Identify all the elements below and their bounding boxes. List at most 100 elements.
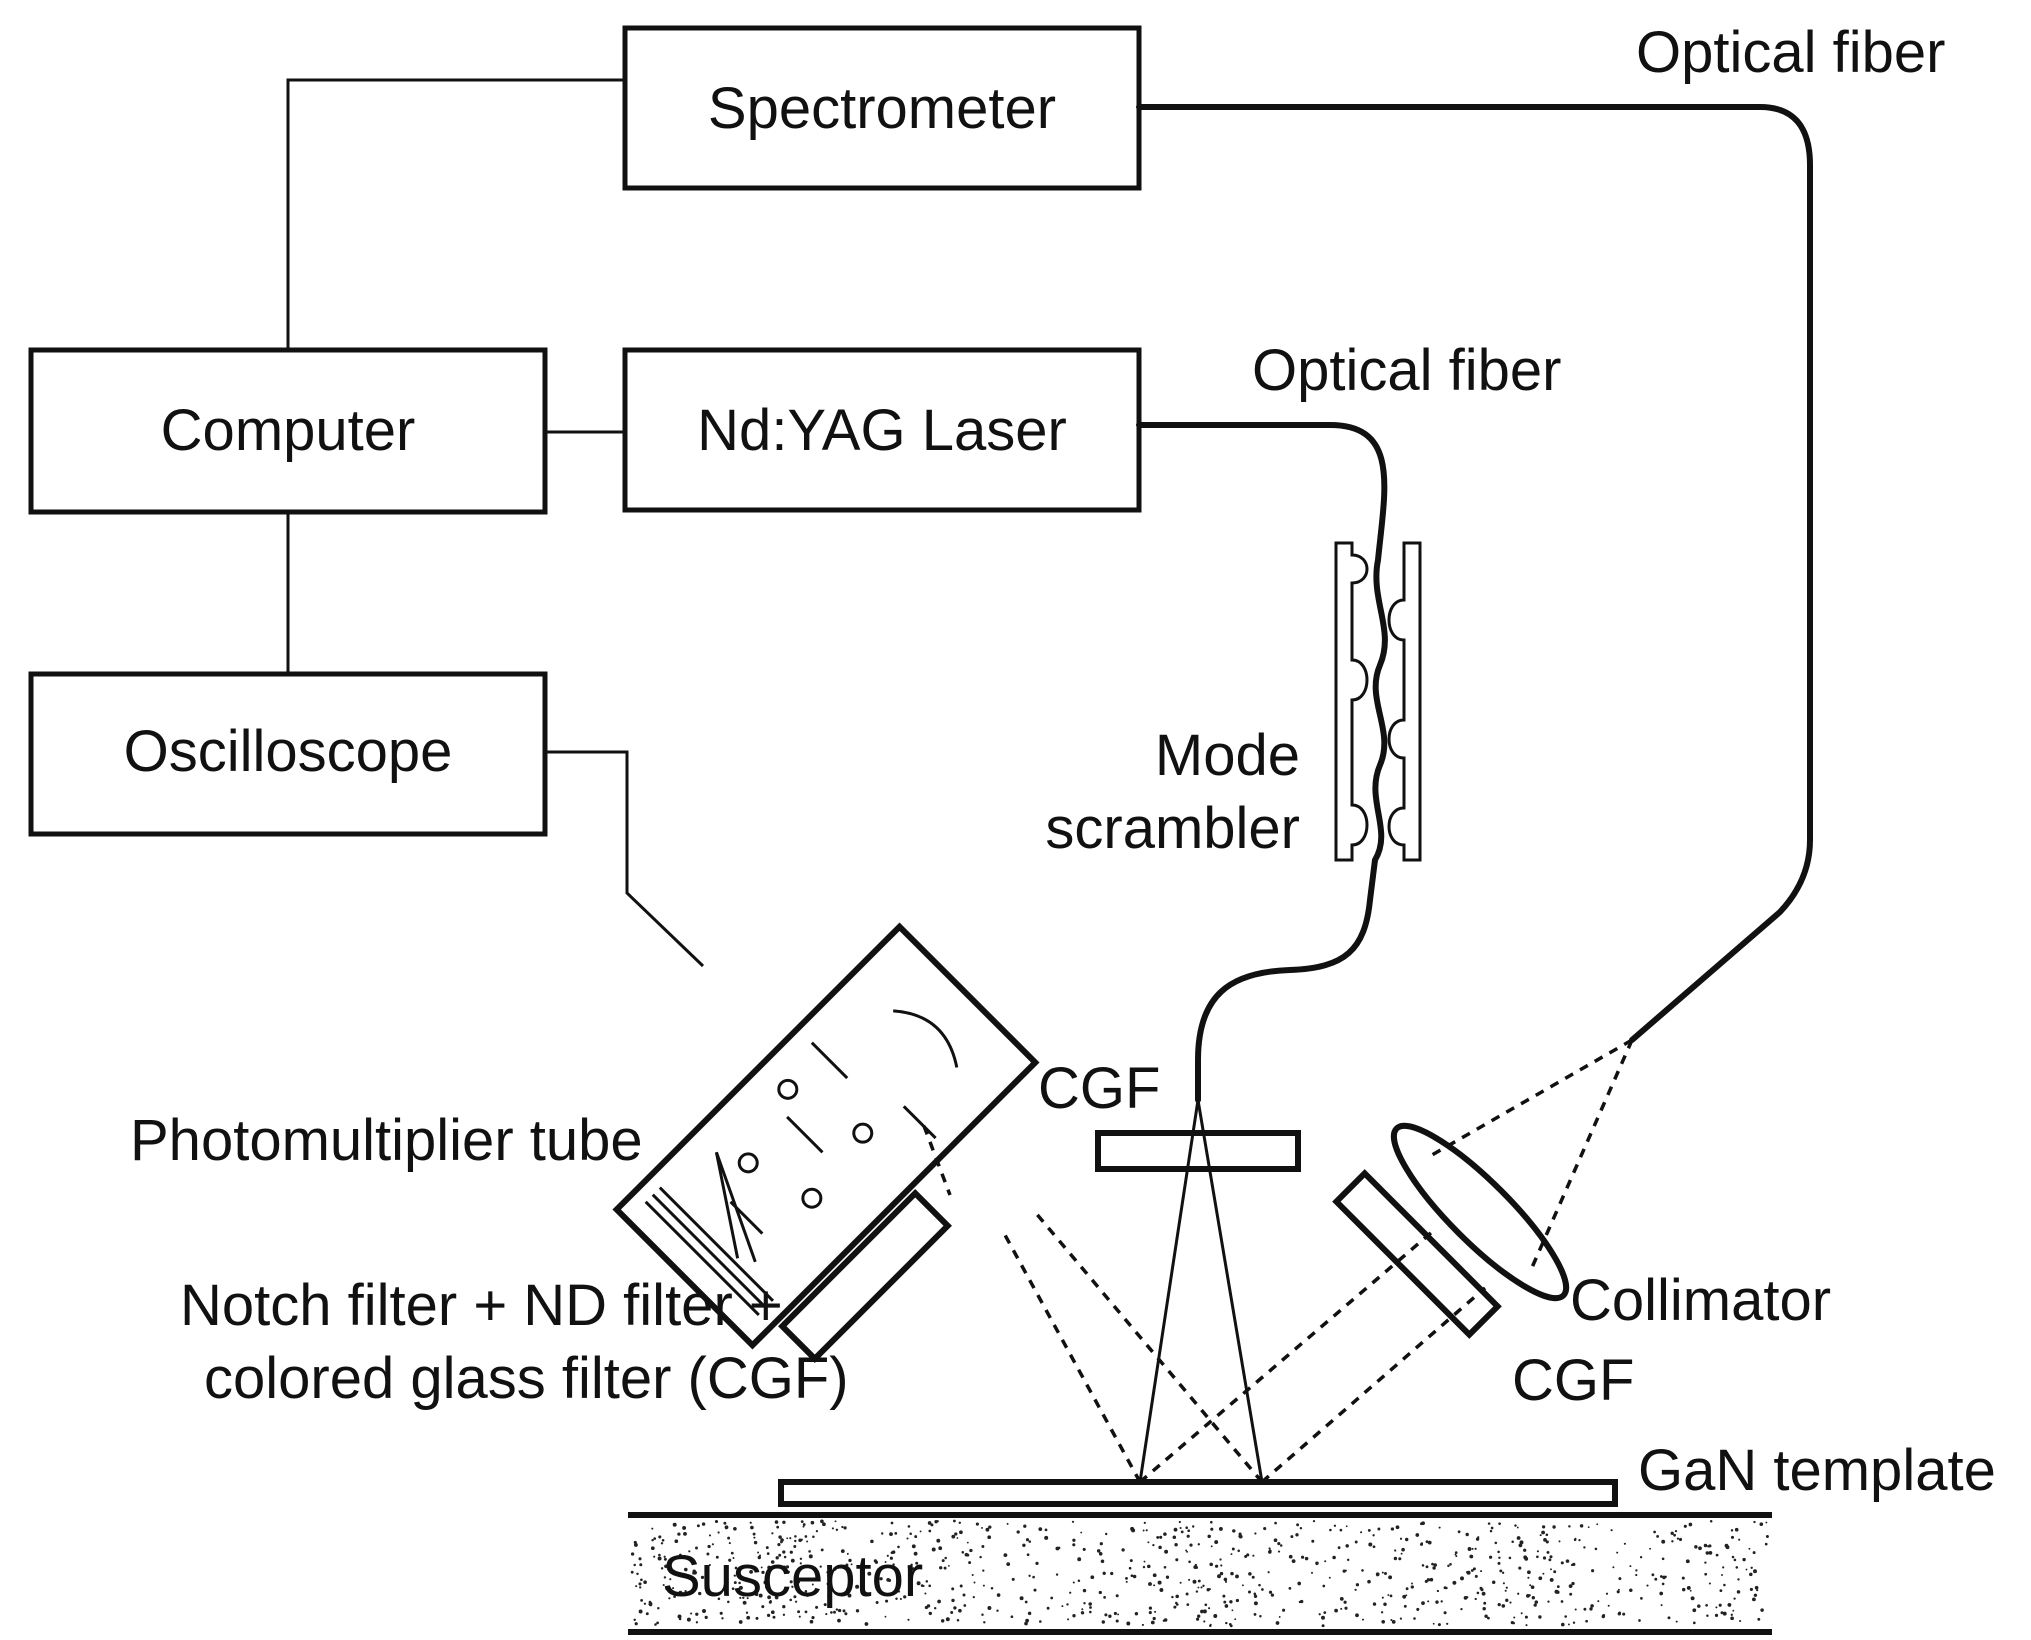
susceptor-speckle <box>1505 1598 1509 1602</box>
susceptor-speckle <box>1024 1621 1028 1626</box>
susceptor-speckle <box>669 1578 672 1581</box>
susceptor-speckle <box>1172 1535 1177 1540</box>
susceptor-speckle <box>947 1564 950 1567</box>
susceptor-speckle <box>886 1554 889 1557</box>
susceptor-speckle <box>1673 1533 1676 1537</box>
susceptor-speckle <box>841 1525 844 1529</box>
susceptor-speckle <box>639 1563 643 1567</box>
susceptor-speckle <box>730 1551 734 1555</box>
susceptor-speckle <box>1435 1600 1439 1604</box>
susceptor-speckle <box>1475 1537 1480 1541</box>
center-cgf-filter <box>1095 1130 1301 1172</box>
susceptor-speckle <box>653 1555 656 1558</box>
susceptor-speckle <box>757 1555 761 1560</box>
susceptor-speckle <box>1745 1568 1748 1571</box>
susceptor-speckle <box>1583 1607 1587 1611</box>
susceptor-speckle <box>1312 1520 1316 1523</box>
susceptor-speckle <box>1296 1523 1300 1527</box>
susceptor-speckle <box>727 1600 730 1604</box>
susceptor-speckle <box>1362 1618 1364 1621</box>
susceptor-speckle <box>1248 1590 1251 1594</box>
susceptor-speckle <box>1733 1597 1736 1600</box>
susceptor-speckle <box>1454 1553 1457 1556</box>
susceptor-speckle <box>1186 1603 1190 1606</box>
susceptor-speckle <box>1512 1621 1515 1625</box>
susceptor-speckle <box>1188 1560 1191 1564</box>
susceptor-speckle <box>1542 1556 1547 1560</box>
susceptor-speckle <box>1670 1531 1674 1535</box>
susceptor-speckle <box>638 1582 642 1586</box>
susceptor-speckle <box>1288 1554 1293 1559</box>
susceptor-speckle <box>1681 1587 1686 1592</box>
susceptor-speckle <box>1202 1609 1207 1614</box>
susceptor-speckle <box>1214 1564 1219 1568</box>
susceptor-speckle <box>1427 1540 1432 1545</box>
susceptor-speckle <box>848 1558 852 1563</box>
susceptor-speckle <box>1719 1589 1723 1593</box>
susceptor-speckle <box>1402 1594 1407 1599</box>
susceptor-speckle <box>1152 1616 1156 1621</box>
susceptor-speckle <box>674 1539 679 1544</box>
spectrometer-box: Spectrometer <box>622 25 1142 191</box>
susceptor-speckle <box>1019 1596 1024 1601</box>
susceptor-speckle <box>757 1551 760 1554</box>
pmt-label: Photomultiplier tube <box>130 1108 643 1173</box>
susceptor-speckle <box>1718 1603 1722 1607</box>
susceptor-speckle <box>749 1521 752 1524</box>
susceptor-speckle <box>1489 1529 1493 1533</box>
susceptor-speckle <box>1268 1547 1271 1550</box>
susceptor-speckle <box>835 1608 839 1611</box>
susceptor-speckle <box>1241 1584 1244 1587</box>
susceptor-speckle <box>1290 1535 1294 1539</box>
susceptor-speckle <box>1003 1553 1008 1558</box>
susceptor-speckle <box>704 1615 708 1620</box>
susceptor-speckle <box>770 1610 775 1615</box>
susceptor-speckle <box>1543 1538 1547 1542</box>
susceptor-speckle <box>1635 1569 1638 1572</box>
susceptor-speckle <box>1547 1600 1550 1603</box>
susceptor-speckle <box>890 1521 894 1525</box>
susceptor-speckle <box>1501 1571 1505 1574</box>
susceptor-speckle <box>638 1557 642 1561</box>
susceptor-speckle <box>798 1615 801 1618</box>
susceptor-speckle <box>1381 1596 1384 1599</box>
susceptor-speckle <box>1571 1581 1575 1586</box>
susceptor-speckle <box>1415 1533 1420 1537</box>
susceptor-speckle <box>695 1612 699 1616</box>
electrical-wires <box>286 78 705 968</box>
susceptor-speckle <box>1152 1573 1157 1578</box>
susceptor-speckle <box>855 1584 860 1589</box>
susceptor-speckle <box>638 1609 643 1614</box>
susceptor-speckle <box>1455 1555 1458 1558</box>
susceptor-speckle <box>1171 1595 1174 1599</box>
susceptor-speckle <box>981 1526 983 1529</box>
susceptor-speckle <box>1217 1574 1221 1579</box>
susceptor-speckle <box>1360 1531 1363 1534</box>
susceptor-speckle <box>1089 1610 1092 1614</box>
susceptor-speckle <box>1344 1606 1348 1610</box>
susceptor-speckle <box>1101 1620 1105 1624</box>
susceptor-speckle <box>1416 1607 1420 1611</box>
susceptor-speckle <box>939 1566 943 1570</box>
susceptor-speckle <box>1244 1555 1248 1558</box>
susceptor-speckle <box>1388 1575 1393 1580</box>
susceptor-speckle <box>1372 1545 1376 1549</box>
susceptor-speckle <box>1568 1584 1573 1589</box>
susceptor-speckle <box>658 1553 661 1557</box>
susceptor-speckle <box>1383 1602 1387 1606</box>
susceptor-speckle <box>1736 1590 1741 1594</box>
susceptor-speckle <box>1708 1551 1713 1555</box>
laser-box: Nd:YAG Laser <box>622 347 1142 513</box>
susceptor-speckle <box>1194 1563 1198 1567</box>
susceptor-speckle <box>1275 1621 1280 1625</box>
susceptor-speckle <box>1400 1552 1403 1555</box>
susceptor-speckle <box>1230 1553 1233 1556</box>
susceptor-speckle <box>776 1525 780 1529</box>
susceptor-speckle <box>855 1609 860 1613</box>
susceptor-speckle <box>1739 1619 1742 1623</box>
susceptor-speckle <box>1277 1542 1281 1546</box>
susceptor-speckle <box>1411 1582 1413 1585</box>
susceptor-speckle <box>754 1592 759 1597</box>
susceptor-speckle <box>800 1520 804 1523</box>
susceptor-speckle <box>678 1553 682 1557</box>
